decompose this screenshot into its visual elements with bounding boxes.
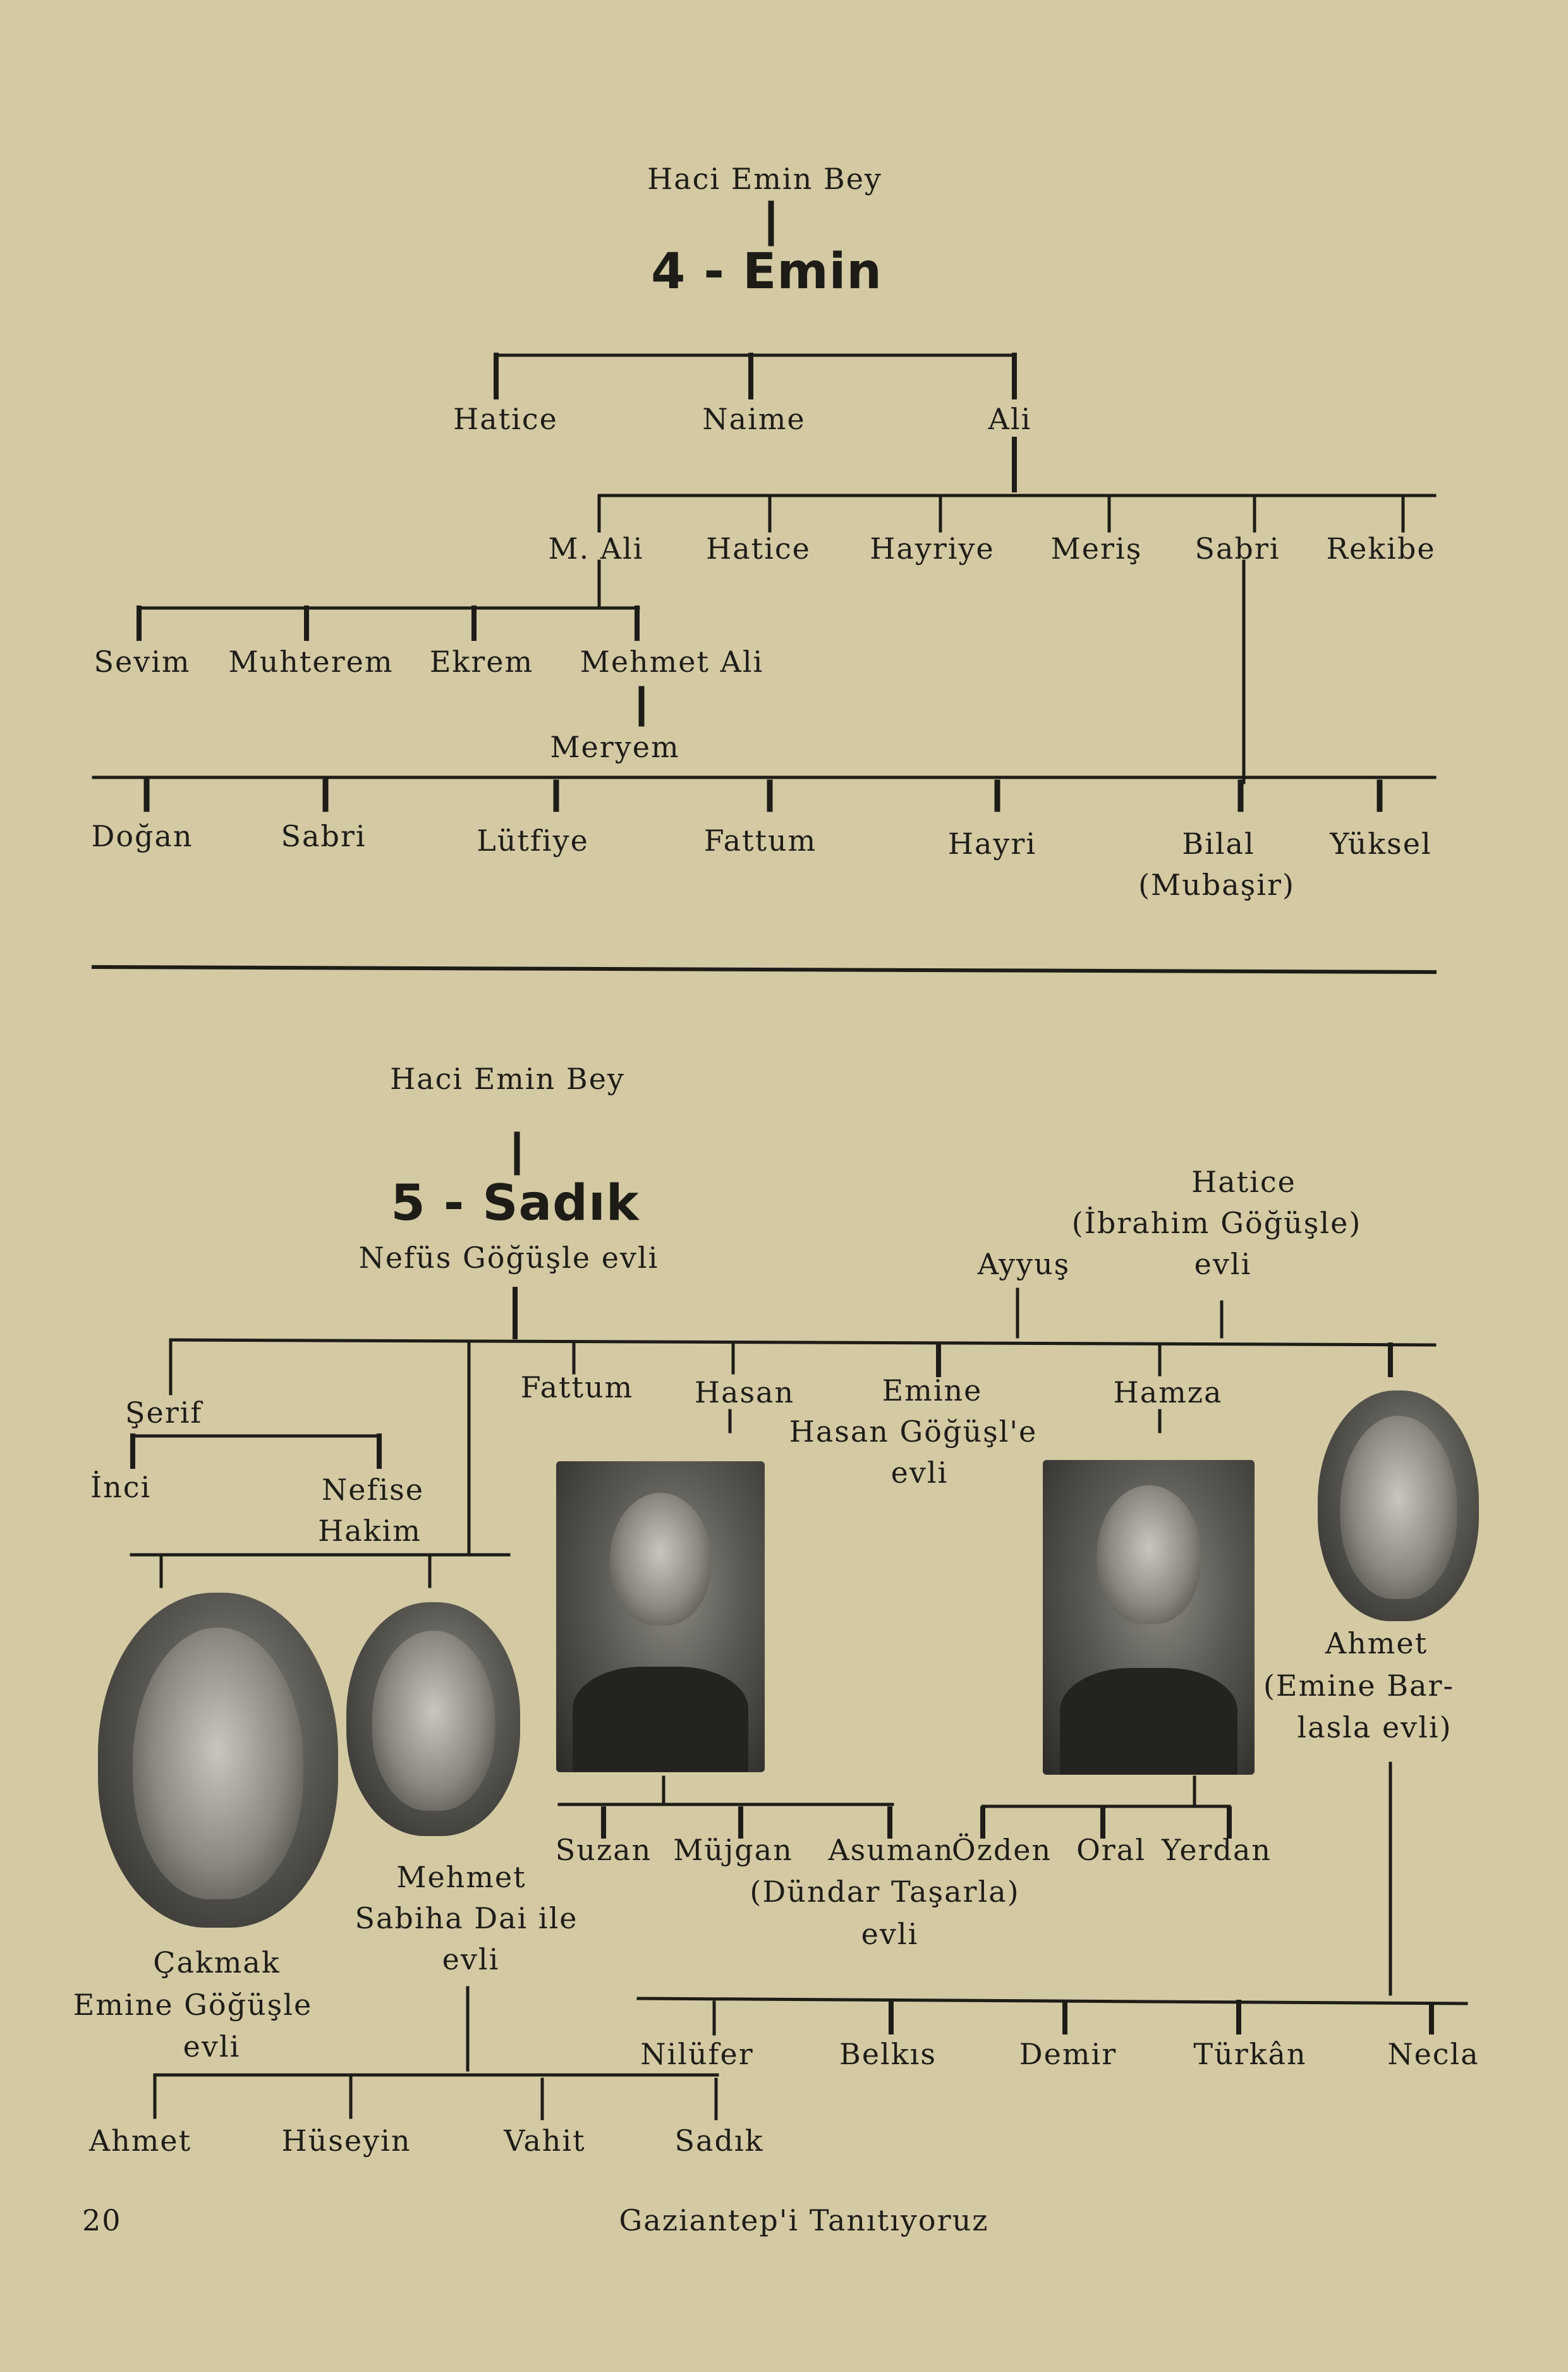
cakmak-child-sadik: Sadık [674, 2124, 764, 2158]
cakmak-caption-line1: Çakmak [153, 1945, 281, 1980]
ahmet-child-nilufer: Nilüfer [640, 2037, 754, 2071]
child-naime: Naime [702, 402, 806, 436]
hasan: Hasan [694, 1375, 795, 1409]
nefise-line1: Nefise [321, 1473, 425, 1507]
ahmet-caption-line3: lasla evli) [1297, 1710, 1452, 1744]
ahmet-caption-line1: Ahmet [1325, 1626, 1428, 1660]
hamza-child-mujgan: Müjgan [673, 1833, 793, 1867]
ahmet-child-demir: Demir [1019, 2037, 1117, 2071]
book-title: Gaziantep'i Tanıtıyoruz [619, 2203, 989, 2237]
grandchild-yuksel: Yüksel [1330, 827, 1432, 861]
spouse-hatice-line2: (İbrahim Göğüşle) [1071, 1206, 1362, 1240]
hamza-child-asuman: Asuman [828, 1833, 954, 1867]
ahmet-caption-line2: (Emine Bar- [1263, 1669, 1455, 1703]
child-hatice: Hatice [453, 402, 558, 436]
serif: Şerif [125, 1396, 203, 1430]
grandchild-lutfiye: Lütfiye [477, 824, 589, 858]
ali-child-rekibe: Rekibe [1326, 532, 1436, 566]
mali-child-muhterem: Muhterem [228, 645, 394, 679]
grandchild-bilal: Bilal [1182, 827, 1255, 861]
section4-ancestor: Haci Emin Bey [647, 162, 882, 196]
hamza-child-ozden: Özden [951, 1833, 1052, 1867]
ali-child-hatice: Hatice [706, 532, 811, 566]
emine-line2: Hasan Göğüşl'e [789, 1414, 1038, 1449]
spouse-hatice-line3: evli [1194, 1247, 1252, 1281]
emine-line1: Emine [882, 1373, 983, 1408]
cakmak-photo [98, 1593, 338, 1928]
hamza-child-yerdan: Yerdan [1161, 1833, 1272, 1867]
ali-child-mali: M. Ali [548, 532, 644, 566]
section4-title: 4 - Emin [651, 243, 882, 300]
mehmet-caption-line1: Mehmet [396, 1860, 526, 1894]
hamza-child-oral: Oral [1076, 1833, 1146, 1867]
spouse-hatice-line1: Hatice [1191, 1165, 1296, 1199]
hamza: Hamza [1113, 1375, 1223, 1409]
emine-line3: evli [890, 1456, 949, 1490]
mehmet-caption-line2: Sabiha Dai ile [355, 1901, 578, 1935]
section5-title: 5 - Sadık [391, 1175, 640, 1232]
page-number: 20 [82, 2203, 122, 2237]
asuman-note-line2: evli [861, 1917, 919, 1951]
bilal-note: (Mubaşir) [1138, 868, 1295, 902]
cakmak-child-huseyin: Hüseyin [281, 2124, 411, 2158]
nefise-line2: Hakim [318, 1514, 422, 1548]
inci: İnci [90, 1470, 152, 1504]
ahmet-child-necla: Necla [1387, 2037, 1480, 2071]
section5-ancestor: Haci Emin Bey [390, 1062, 625, 1096]
spouse-nefus: Nefüs Göğüşle evli [358, 1241, 659, 1275]
mali-child-sevim: Sevim [94, 645, 191, 679]
cakmak-child-vahit: Vahit [504, 2124, 586, 2158]
ahmet-child-belkis: Belkıs [839, 2037, 937, 2071]
mehmet-photo [346, 1602, 520, 1836]
ali-child-hayriye: Hayriye [870, 532, 995, 566]
grandchild-hayri: Hayri [947, 827, 1037, 861]
hamza-photo [1043, 1460, 1255, 1775]
grandchild-dogan: Doğan [91, 819, 193, 853]
meryem: Meryem [550, 730, 680, 764]
mehmet-caption-line3: evli [442, 1942, 500, 1976]
mali-child-mehmet-ali: Mehmet Ali [580, 645, 764, 679]
grandchild-fattum: Fattum [703, 824, 817, 858]
cakmak-caption-line3: evli [183, 2029, 241, 2064]
fattum: Fattum [520, 1370, 634, 1404]
ali-child-meris: Meriş [1050, 532, 1143, 566]
ahmet-child-turkan: Türkân [1193, 2037, 1307, 2071]
ayyus: Ayyuş [977, 1247, 1071, 1281]
cakmak-caption-line2: Emine Göğüşle [73, 1988, 313, 2022]
ali-child-sabri: Sabri [1194, 532, 1280, 566]
asuman-note-line1: (Dündar Taşarla) [750, 1875, 1020, 1909]
child-ali: Ali [988, 402, 1032, 436]
hasan-photo [556, 1461, 765, 1772]
mali-child-ekrem: Ekrem [429, 645, 534, 679]
ahmet-photo [1318, 1390, 1479, 1621]
hamza-child-suzan: Suzan [555, 1833, 652, 1867]
grandchild-sabri: Sabri [281, 819, 367, 853]
cakmak-child-ahmet: Ahmet [88, 2124, 192, 2158]
